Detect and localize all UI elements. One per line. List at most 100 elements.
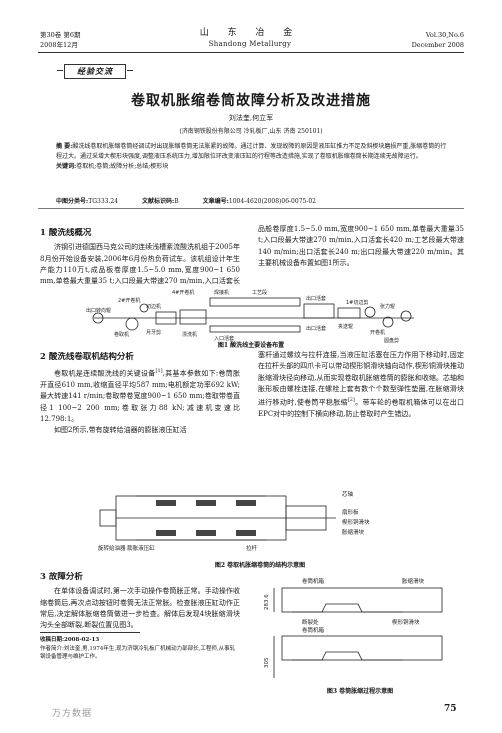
journal-en: Shandong Metallurgy: [208, 40, 292, 48]
journal-cn: 山 东 冶 金: [199, 28, 301, 38]
vol-en: Vol.30,No.6: [425, 31, 464, 39]
wedge-block: [236, 500, 256, 506]
fig3-label: 楔形铜滑块: [392, 618, 420, 626]
page-title: 卷取机胀缩卷筒故障分析及改进措施: [131, 93, 371, 109]
figure-2: 芯轴 扇形板 楔形铜滑块 胀缩滑块 拉杆 旋转给油器 膨胀液压缸: [98, 490, 370, 552]
date-en: December 2008: [411, 41, 464, 49]
uncoiler-coil: [382, 316, 394, 328]
header-right: Vol.30,No.6 December 2008: [412, 30, 464, 50]
scale-box: [303, 303, 335, 319]
author: 刘法奎,何立军: [228, 114, 274, 122]
sec1-p1-cont: 品般卷厚度1.5~5.0 mm,宽度900~1 650 mm,单卷最大重量35 …: [258, 225, 464, 267]
slide-profile-top: [292, 603, 402, 613]
ref-2[interactable]: [2]: [347, 397, 355, 404]
fig1-label: 出口转向辊: [86, 307, 111, 314]
entry-loop: [209, 325, 301, 333]
pickling-box: [179, 309, 207, 325]
page-number: 75: [444, 704, 457, 714]
fig1-label: 入口活套: [214, 335, 234, 342]
sec2-left: 2 酸洗线卷取机结构分析 卷取机是连续酸洗线的关键设备[1],其基本参数如下:卷…: [40, 352, 240, 500]
fig3-label: 断裂处: [302, 618, 319, 626]
fig1-caption: 图1 酸洗线主要设备布置: [217, 342, 285, 349]
fig1-label: 切边机: [146, 303, 161, 310]
date-cn: 2008年12月: [40, 41, 78, 49]
hyd-cylinder: [285, 505, 327, 531]
wedge-block: [156, 500, 176, 506]
meta-rule: [38, 208, 464, 209]
article-no: 文章编号:1004-4620(2008)06-0075-02: [202, 198, 316, 205]
header-rule: [38, 52, 464, 53]
fig1-label: 夹送辊: [338, 323, 353, 330]
received-date: 收稿日期:2008-02-13: [40, 637, 100, 643]
fig1-label: 2#开卷机: [118, 297, 140, 304]
fig2-label: 胀缩滑块: [342, 528, 365, 536]
fig1-label: 出口活套: [306, 295, 326, 302]
footnote: 收稿日期:2008-02-13 作者简介:刘法奎,男,1974年生,现为济钢冷轧…: [40, 636, 240, 662]
doc-code: 文献标识码:B: [142, 198, 179, 205]
header-center: 山 东 冶 金 Shandong Metallurgy: [160, 28, 340, 49]
clc: 中图分类号:TG333.24: [56, 198, 119, 205]
sec2-right: 塞杆通过螺纹与拉杆连接,当液压缸活塞在压力作用下移动时,固定在拉杆头部的四爪卡可…: [258, 350, 464, 480]
fig2-label: 芯轴: [342, 490, 354, 498]
wedge-block: [236, 530, 256, 536]
wedge-block: [196, 500, 216, 506]
rotary-joint: [99, 509, 117, 527]
sec1-right: 品般卷厚度1.5~5.0 mm,宽度900~1 650 mm,单卷最大重量35 …: [258, 224, 464, 286]
sec2-p2-start: 如图2所示,带有旋转给油器的膨胀液压缸活: [54, 426, 187, 435]
uncoiler2-coil: [139, 303, 149, 313]
abstract: 摘 要:酸洗线卷取机胀缩卷筒经调试时出现胀缩卷筒无法胀紧的故障。通过计算、发现故…: [56, 142, 448, 172]
ref-1[interactable]: [1]: [155, 368, 163, 375]
fig3-dim: 305: [264, 657, 270, 668]
figure-1: 4#开卷机 焊接机 工艺段 2#开卷机 切边机 出口转向辊 出口活套 1#切边剪…: [86, 289, 414, 344]
fig1-label: 漂洗机: [182, 331, 197, 338]
sec3-heading: 3 故障分析: [40, 572, 83, 582]
sec2-heading: 2 酸洗线卷取机结构分析: [40, 352, 134, 362]
rinse-box: [337, 307, 361, 319]
keywords-text: 卷取机;卷筒;故障分析;总结;楔形块: [76, 163, 169, 170]
recoiler-coil: [125, 317, 139, 331]
fig1-label: 焊接机: [214, 289, 229, 296]
fig1-label: 月牙剪: [146, 329, 161, 336]
fig3-label: 胀缩滑块: [402, 577, 425, 585]
sec2-p1: 卷取机是连续酸洗线的关键设备[1],其基本参数如下:卷筒胀开直径610 mm,收…: [40, 368, 240, 423]
fig2-label: 扇形板: [342, 508, 359, 516]
drum-top: [281, 587, 443, 613]
trimmer-box: [155, 311, 177, 325]
fig1-label: 卷取机: [114, 331, 129, 338]
sec1-p1: 济钢引进德国西马克公司的连续浅槽紊流酸洗机组于2005年8月份开始设备安装,20…: [40, 243, 240, 286]
sec3: 3 故障分析 在单体设备调试时,第一次手动操作卷筒胀正常。手动操作收缩卷筒后,再…: [40, 572, 240, 630]
slide-profile-bottom: [292, 651, 402, 661]
abstract-text: 酸洗线卷取机胀缩卷筒经调试时出现胀缩卷筒无法胀紧的故障。通过计算、发现故障的原因…: [56, 143, 447, 160]
turn-roll: [92, 312, 104, 324]
watermark: 万方数据: [52, 709, 93, 719]
sec3-p1: 在单体设备调试时,第一次手动操作卷筒胀正常。手动操作收缩卷筒后,再次点动按钮时卷…: [40, 587, 240, 630]
abstract-label: 摘 要:: [56, 143, 73, 150]
fig3-dim: 283.6: [264, 594, 270, 610]
fig1-label: 工艺段: [252, 289, 267, 296]
fig2-label: 拉杆: [246, 544, 258, 552]
open-coil: [400, 310, 412, 322]
meta-row: 中图分类号:TG333.24 文献标识码:B 文章编号:1004-4620(20…: [56, 196, 448, 205]
fig1-label: 1#切边剪: [346, 299, 368, 306]
fig3-caption: 图3 卷筒胀缩过程示意图: [326, 688, 394, 695]
wedge-block: [156, 530, 176, 536]
sec1-heading: 1 酸洗线概况: [40, 228, 92, 238]
fig3-label: 卷筒机箱: [302, 626, 325, 634]
author-bio: 作者简介:刘法奎,男,1974年生,现为济钢冷轧板厂机械动力部部长,工程师,从事…: [40, 645, 236, 661]
fig1-label: 4#开卷机: [172, 289, 194, 296]
welder-roll: [364, 306, 376, 318]
fig2-label: 楔形铜滑块: [342, 518, 370, 526]
sec1-left: 1 酸洗线概况 济钢引进德国西马克公司的连续浅槽紊流酸洗机组于2005年8月份开…: [40, 228, 240, 286]
keywords-label: 关键词:: [56, 163, 77, 170]
fig1-label: 开卷机: [370, 329, 385, 336]
wedge-block: [196, 530, 216, 536]
affiliation: (济南钢铁股份有限公司 冷轧板厂,山东 济南 250101): [179, 128, 323, 135]
fig1-label: 张力辊: [380, 303, 395, 310]
process-loop: [209, 297, 301, 307]
fig1-label: 出口活套: [306, 325, 326, 332]
fig2-label: 旋转给油器 膨胀液压缸: [98, 544, 155, 552]
footnote-rule: [40, 632, 140, 633]
drum-bottom: [281, 635, 443, 661]
figure-3: 卷筒机箱 胀缩滑块 断裂处 楔形铜滑块 卷筒机箱 283.6 305: [264, 577, 443, 678]
issue-cn: 第30卷 第6期: [40, 31, 81, 39]
